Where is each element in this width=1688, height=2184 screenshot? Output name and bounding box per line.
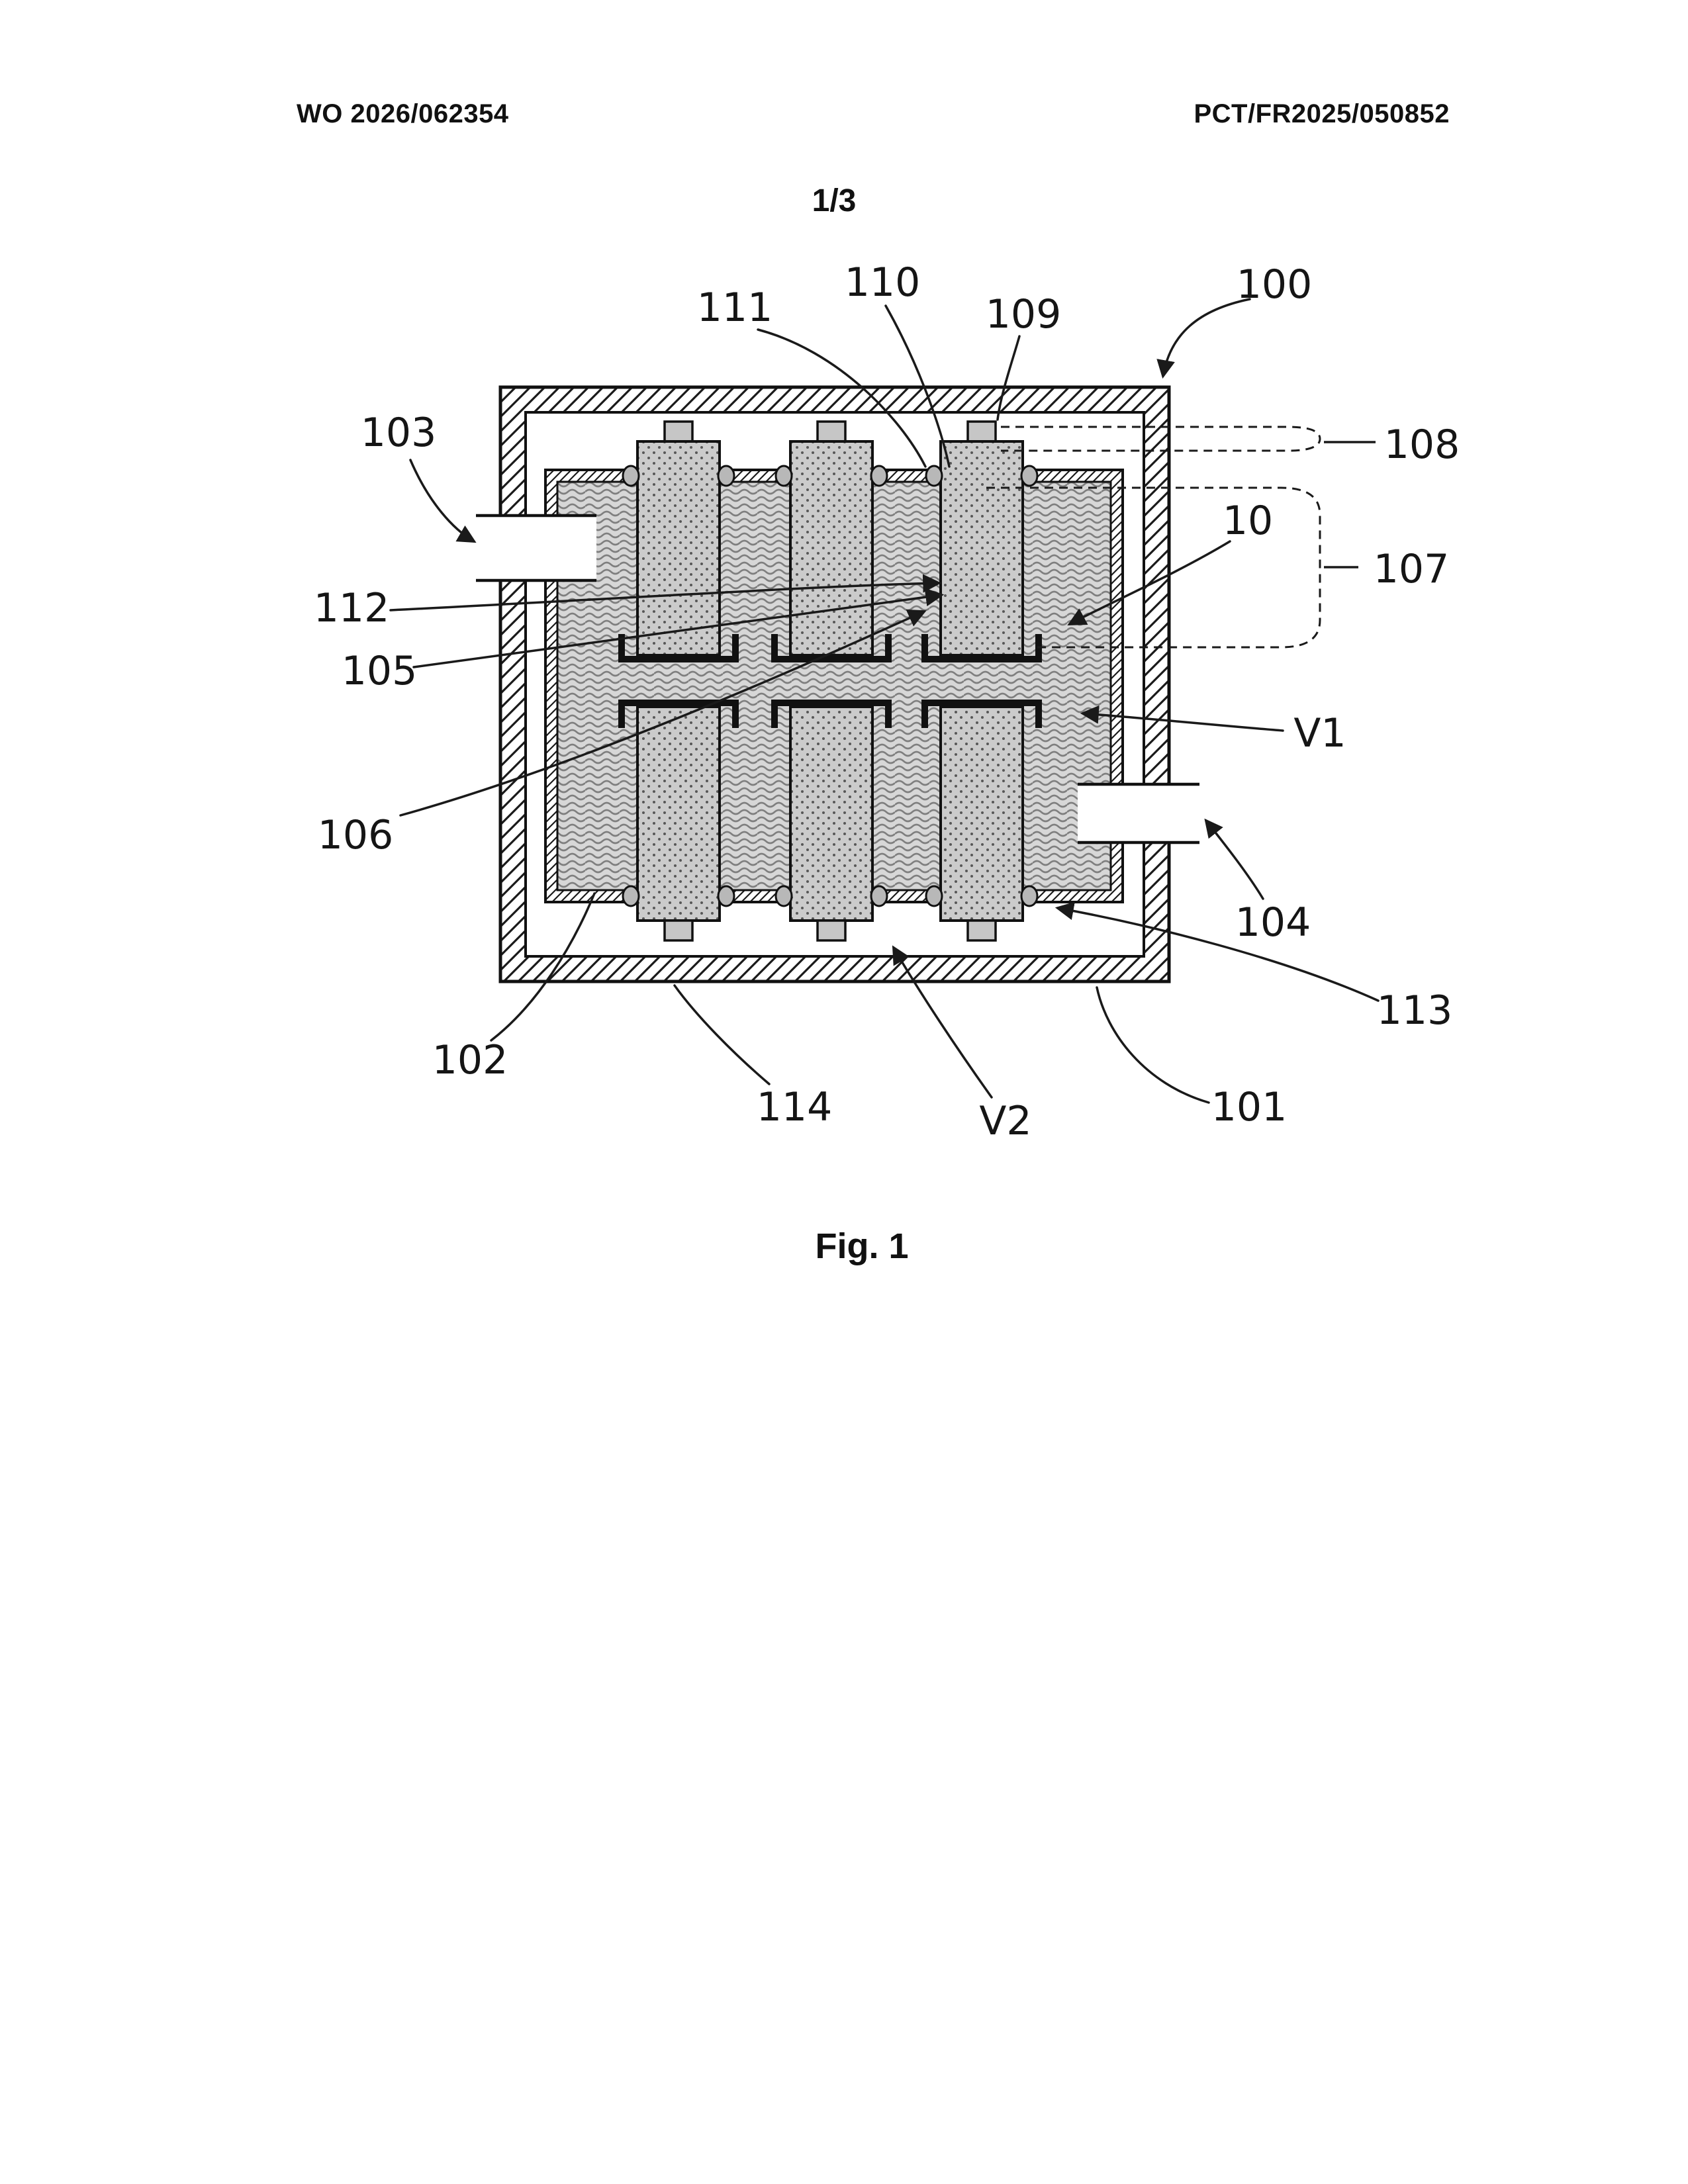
cell-terminal-tab <box>966 919 997 942</box>
seal <box>622 465 640 487</box>
outer-casing <box>498 385 1171 983</box>
ref-label-v2: V2 <box>979 1098 1031 1144</box>
seal <box>870 885 888 907</box>
inlet-port <box>476 514 596 582</box>
cell-terminal-tab <box>966 420 997 443</box>
ref-label-102: 102 <box>432 1037 508 1083</box>
cell-bottom-3 <box>921 700 1042 942</box>
leader-106 <box>399 609 927 817</box>
cell-terminal-tab <box>663 919 694 942</box>
seal <box>717 465 735 487</box>
ref-label-101: 101 <box>1211 1084 1288 1130</box>
cell-holder <box>771 700 892 728</box>
ref-label-108: 108 <box>1384 422 1460 468</box>
publication-number: WO 2026/062354 <box>297 99 509 128</box>
leader-102 <box>490 892 596 1042</box>
seal <box>1020 885 1039 907</box>
leader-110 <box>884 304 951 468</box>
casing-outer-edge <box>498 385 1171 983</box>
ref-label-110: 110 <box>845 259 921 306</box>
ref-label-113: 113 <box>1377 987 1453 1034</box>
casing-inner-edge <box>524 411 1145 958</box>
figure-caption: Fig. 1 <box>815 1226 909 1266</box>
dashed-callout-108 <box>1001 426 1321 452</box>
leader-101 <box>1096 986 1210 1104</box>
ref-label-103: 103 <box>361 410 437 456</box>
cell-holder <box>771 634 892 662</box>
seal <box>622 885 640 907</box>
seal <box>717 885 735 907</box>
leader-112 <box>389 574 942 612</box>
seal <box>1020 465 1039 487</box>
seal <box>774 885 793 907</box>
seal <box>774 465 793 487</box>
ref-label-10: 10 <box>1223 498 1273 544</box>
leader-113 <box>1055 901 1380 1002</box>
cell-top-3 <box>921 420 1042 662</box>
dashed-callout-107 <box>986 486 1321 649</box>
outlet-channel-walls <box>1078 782 1199 844</box>
ref-label-114: 114 <box>757 1084 833 1130</box>
cell-top-2 <box>771 420 892 662</box>
cell-bottom-2 <box>771 700 892 942</box>
cell-top-1 <box>618 420 739 662</box>
cell-terminal-tab <box>816 420 847 443</box>
cell-body <box>636 440 721 657</box>
cell-holder <box>618 634 739 662</box>
inlet-channel <box>476 516 596 580</box>
outlet-port <box>1078 782 1199 844</box>
leader-v1 <box>1080 705 1284 732</box>
cell-terminal-tab <box>816 919 847 942</box>
application-number: PCT/FR2025/050852 <box>1194 99 1450 128</box>
cell-body <box>789 440 874 657</box>
sheet-number: 1/3 <box>812 183 857 218</box>
ref-label-104: 104 <box>1235 899 1311 946</box>
ref-label-112: 112 <box>314 585 390 631</box>
ref-label-107: 107 <box>1374 546 1450 592</box>
cell-body <box>939 705 1024 922</box>
cell-body <box>789 705 874 922</box>
leader-114 <box>673 984 771 1085</box>
cell-terminal-tab <box>663 420 694 443</box>
cell-bottom-1 <box>618 700 739 942</box>
leader-103 <box>409 459 477 543</box>
ref-label-106: 106 <box>318 812 394 858</box>
outlet-channel <box>1078 784 1199 842</box>
ref-label-111: 111 <box>697 285 773 331</box>
ref-label-100: 100 <box>1237 261 1313 308</box>
cell-body <box>939 440 1024 657</box>
inlet-channel-walls <box>476 514 596 582</box>
seal <box>870 465 888 487</box>
seal <box>925 465 943 487</box>
leader-100 <box>1156 298 1251 379</box>
cell-holder <box>921 700 1042 728</box>
ref-label-v1: V1 <box>1293 710 1346 756</box>
leader-105 <box>412 588 945 668</box>
seal <box>925 885 943 907</box>
leader-10 <box>1067 540 1231 625</box>
ref-label-109: 109 <box>986 291 1062 338</box>
leader-111 <box>757 328 927 468</box>
leader-104 <box>1204 818 1264 900</box>
cell-body <box>636 705 721 922</box>
ref-label-105: 105 <box>342 648 418 694</box>
leader-109 <box>996 335 1021 421</box>
cell-holder <box>618 700 739 728</box>
leader-v2 <box>892 945 993 1099</box>
